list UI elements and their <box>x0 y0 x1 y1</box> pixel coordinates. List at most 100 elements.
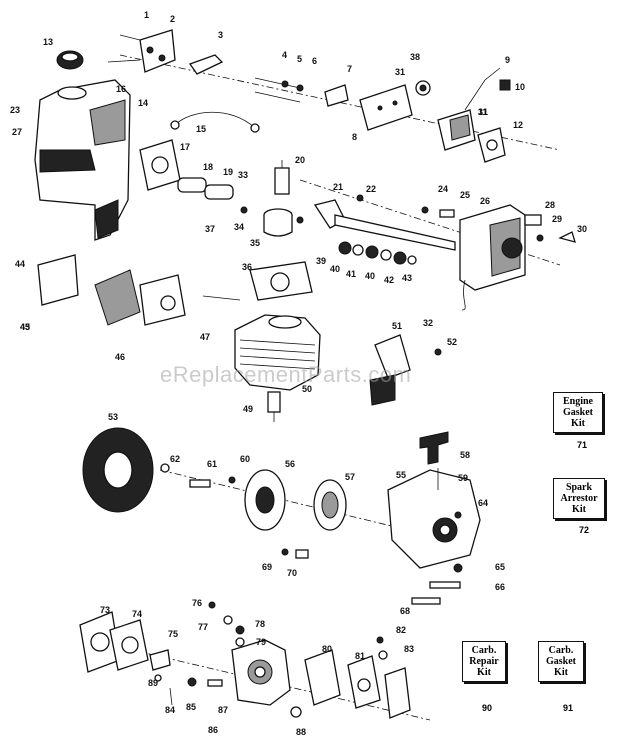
gasket-12 <box>477 127 506 163</box>
callout: 64 <box>478 498 488 508</box>
callout: 39 <box>316 256 326 266</box>
callout: 82 <box>396 625 406 635</box>
callout: 81 <box>355 651 365 661</box>
callout: 68 <box>400 606 410 616</box>
callout: 56 <box>285 459 295 469</box>
callout: 32 <box>423 318 433 328</box>
callout: 88 <box>296 727 306 737</box>
callout: 78 <box>255 619 265 629</box>
clip-69-70 <box>281 548 309 559</box>
callout: 38 <box>410 52 420 62</box>
callout: 59 <box>458 473 468 483</box>
fuel-cap <box>56 50 84 70</box>
callout: 28 <box>545 200 555 210</box>
callout: 83 <box>404 644 414 654</box>
callout: 79 <box>256 637 266 647</box>
callout: 27 <box>12 127 22 137</box>
piston-35 <box>240 206 304 237</box>
wire-15 <box>170 111 260 133</box>
screws-4-5-6 <box>254 77 304 103</box>
carb-gasket-kit: Carb. Gasket Kit <box>538 641 584 682</box>
callout: 43 <box>20 322 30 332</box>
spring-31-top <box>415 80 431 96</box>
callout: 44 <box>15 259 25 269</box>
nut-65 <box>453 563 463 573</box>
bracket-7 <box>324 84 349 107</box>
callout: 29 <box>552 214 562 224</box>
intake-20 <box>274 160 290 195</box>
callout: 10 <box>515 82 525 92</box>
knob-10 <box>499 79 511 91</box>
kit-number: 71 <box>577 440 588 450</box>
callout: 24 <box>438 184 448 194</box>
callout: 35 <box>250 238 260 248</box>
carb-repair-kit: Carb. Repair Kit <box>462 641 506 682</box>
screw-64 <box>454 511 462 519</box>
callout: 25 <box>460 190 470 200</box>
callout: 21 <box>333 182 343 192</box>
muffler-51 <box>369 334 442 406</box>
callout: 60 <box>240 454 250 464</box>
callout: 8 <box>352 132 357 142</box>
callout: 46 <box>115 352 125 362</box>
callout: 31 <box>478 107 488 117</box>
callout: 87 <box>218 705 228 715</box>
callout: 2 <box>170 14 175 24</box>
pulley-56 <box>244 469 286 531</box>
callout: 12 <box>513 120 523 130</box>
callout: 5 <box>297 54 302 64</box>
callout: 55 <box>396 470 406 480</box>
callout: 37 <box>205 224 215 234</box>
callout: 26 <box>480 196 490 206</box>
callout: 50 <box>302 384 312 394</box>
gasket-18-19 <box>177 177 234 200</box>
watermark: eReplacementParts.com <box>160 362 412 387</box>
spring-57 <box>313 479 347 531</box>
pin-24-25 <box>421 206 455 218</box>
callout: 80 <box>322 644 332 654</box>
callout: 52 <box>447 337 457 347</box>
callout: 20 <box>295 155 305 165</box>
flywheel-53 <box>82 427 154 513</box>
callout: 6 <box>312 56 317 66</box>
bolt-68 <box>411 597 441 605</box>
clip-28-29-30 <box>524 214 576 243</box>
callout: 17 <box>180 142 190 152</box>
plate-8 <box>359 84 413 131</box>
callout: 70 <box>287 568 297 578</box>
callout: 22 <box>366 184 376 194</box>
washer-62 <box>160 463 170 473</box>
callout: 4 <box>282 50 287 60</box>
callout: 34 <box>234 222 244 232</box>
bearings-39-43 <box>338 241 417 265</box>
gasket-36 <box>249 261 313 301</box>
callout: 3 <box>218 30 223 40</box>
callout: 7 <box>347 64 352 74</box>
callout-labels: 1 2 3 4 5 6 7 8 9 10 11 12 13 14 15 16 1… <box>10 10 587 737</box>
callout: 45 <box>20 322 30 332</box>
callout: 84 <box>165 705 175 715</box>
callout: 13 <box>43 37 53 47</box>
callout: 47 <box>200 332 210 342</box>
kit-number: 90 <box>482 703 493 713</box>
callout: 53 <box>108 412 118 422</box>
crankshaft-21 <box>313 199 456 251</box>
callout: 42 <box>384 275 394 285</box>
callout: 11 <box>478 107 488 117</box>
fuel-tank-housing <box>34 79 131 241</box>
callout: 49 <box>243 404 253 414</box>
pump-gasket-80-81 <box>304 649 381 709</box>
screws-76-79 <box>208 601 245 647</box>
callout: 57 <box>345 472 355 482</box>
magneto-26 <box>459 204 526 311</box>
callout: 89 <box>148 678 158 688</box>
screw-22 <box>356 194 364 202</box>
callout: 69 <box>262 562 272 572</box>
callout: 65 <box>495 562 505 572</box>
bolt-66 <box>429 581 461 589</box>
callout: 51 <box>392 321 402 331</box>
callout: 40 <box>330 264 340 274</box>
callout: 1 <box>144 10 149 20</box>
callout: 40 <box>365 271 375 281</box>
